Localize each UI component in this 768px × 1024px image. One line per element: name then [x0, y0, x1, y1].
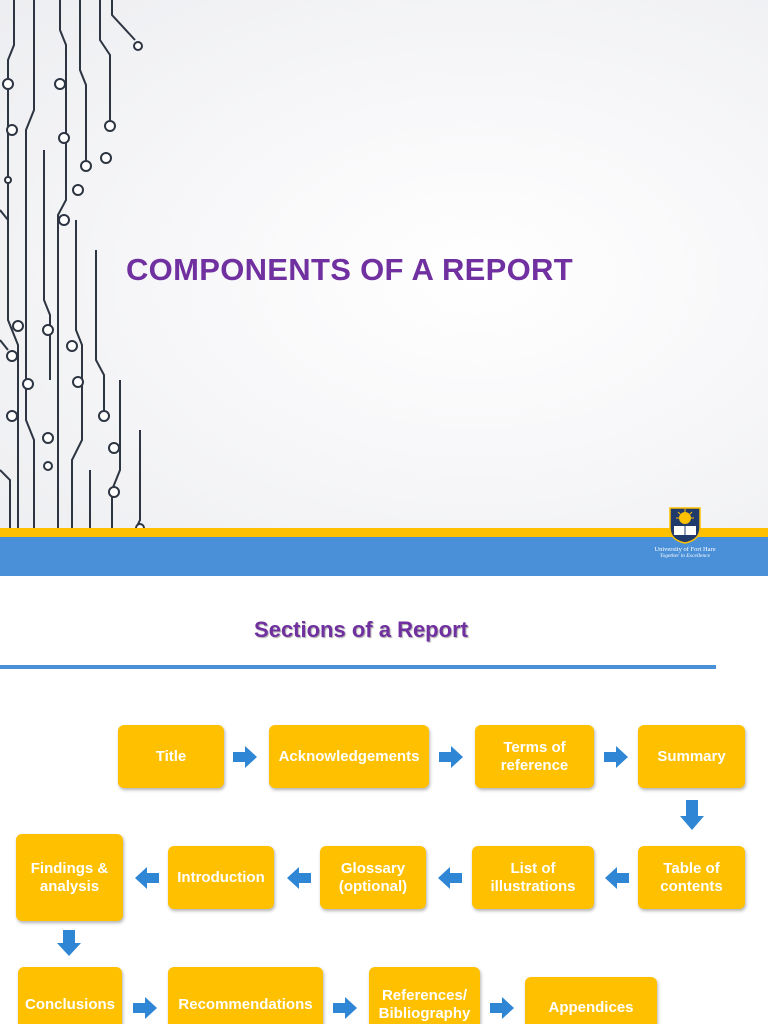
blue-band	[0, 537, 768, 576]
arrow-down-icon	[57, 930, 81, 956]
yellow-band	[0, 528, 768, 537]
slide-title: Sections of a Report	[254, 617, 468, 642]
arrow-right-icon	[439, 746, 463, 768]
circuit-decoration	[0, 0, 145, 576]
arrow-left-icon	[287, 867, 311, 889]
arrow-left-icon	[438, 867, 462, 889]
arrow-left-icon	[135, 867, 159, 889]
box-appendices: Appendices	[525, 977, 657, 1024]
arrow-right-icon	[133, 997, 157, 1019]
box-recommendations: Recommendations	[168, 967, 323, 1024]
box-conclusions: Conclusions	[18, 967, 122, 1024]
slide-title: COMPONENTS OF A REPORT	[126, 252, 573, 287]
arrow-right-icon	[333, 997, 357, 1019]
sections-slide: Sections of a Report Title Acknowledgeme…	[0, 576, 768, 1024]
arrow-right-icon	[233, 746, 257, 768]
crest-icon	[669, 507, 701, 544]
box-introduction: Introduction	[168, 846, 274, 909]
arrow-right-icon	[490, 997, 514, 1019]
box-terms-of-reference: Terms of reference	[475, 725, 594, 788]
box-findings-analysis: Findings & analysis	[16, 834, 123, 921]
box-list-of-illustrations: List of illustrations	[472, 846, 594, 909]
arrow-left-icon	[605, 867, 629, 889]
title-underline	[0, 665, 716, 669]
box-glossary: Glossary (optional)	[320, 846, 426, 909]
university-name: University of Fort Hare	[654, 546, 716, 553]
box-acknowledgements: Acknowledgements	[269, 725, 429, 788]
box-summary: Summary	[638, 725, 745, 788]
box-references-bibliography: References/ Bibliography	[369, 967, 480, 1024]
arrow-down-icon	[680, 800, 704, 830]
university-logo: University of Fort Hare Together in Exce…	[650, 506, 720, 566]
box-title: Title	[118, 725, 224, 788]
arrow-right-icon	[604, 746, 628, 768]
box-table-of-contents: Table of contents	[638, 846, 745, 909]
university-motto: Together in Excellence	[659, 553, 711, 559]
title-slide: COMPONENTS OF A REPORT University of For…	[0, 0, 768, 576]
